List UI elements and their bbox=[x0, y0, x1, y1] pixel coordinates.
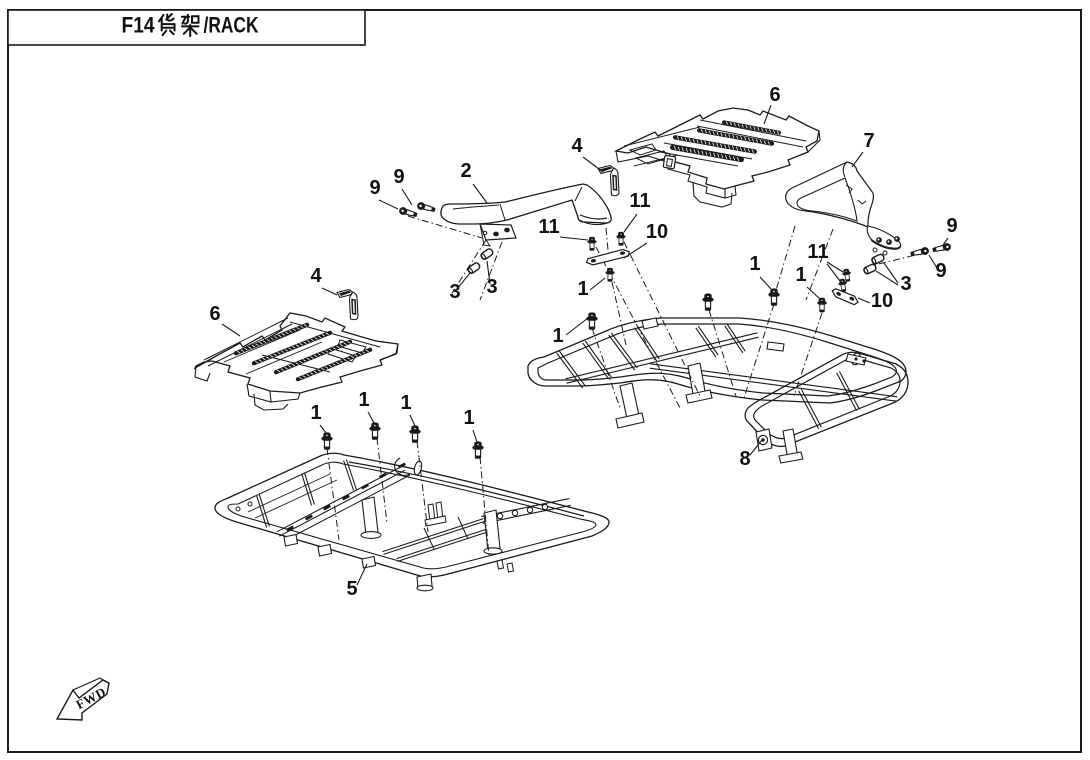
svg-text:11: 11 bbox=[807, 241, 828, 263]
svg-text:1: 1 bbox=[400, 392, 411, 414]
svg-text:7: 7 bbox=[863, 130, 874, 152]
svg-text:4: 4 bbox=[571, 135, 583, 157]
svg-text:11: 11 bbox=[538, 216, 559, 238]
svg-text:6: 6 bbox=[769, 84, 780, 106]
svg-text:F14: F14 bbox=[122, 13, 156, 38]
svg-text:1: 1 bbox=[795, 264, 806, 286]
svg-text:2: 2 bbox=[460, 160, 471, 182]
svg-text:4: 4 bbox=[310, 265, 322, 287]
svg-text:9: 9 bbox=[393, 166, 404, 188]
svg-text:10: 10 bbox=[646, 221, 668, 243]
svg-text:1: 1 bbox=[577, 278, 588, 300]
svg-text:5: 5 bbox=[346, 578, 357, 600]
svg-text:3: 3 bbox=[900, 273, 911, 295]
svg-text:9: 9 bbox=[946, 215, 957, 237]
svg-text:3: 3 bbox=[449, 281, 460, 303]
svg-text:/RACK: /RACK bbox=[204, 13, 259, 38]
svg-text:1: 1 bbox=[310, 402, 321, 424]
svg-text:9: 9 bbox=[369, 177, 380, 199]
svg-text:9: 9 bbox=[935, 260, 946, 282]
svg-text:1: 1 bbox=[358, 389, 369, 411]
svg-text:3: 3 bbox=[486, 276, 497, 298]
svg-text:11: 11 bbox=[629, 190, 650, 212]
svg-text:1: 1 bbox=[749, 253, 760, 275]
svg-text:8: 8 bbox=[739, 448, 750, 470]
svg-text:6: 6 bbox=[209, 303, 220, 325]
svg-text:10: 10 bbox=[871, 290, 893, 312]
svg-text:1: 1 bbox=[552, 325, 563, 347]
svg-text:1: 1 bbox=[463, 407, 474, 429]
